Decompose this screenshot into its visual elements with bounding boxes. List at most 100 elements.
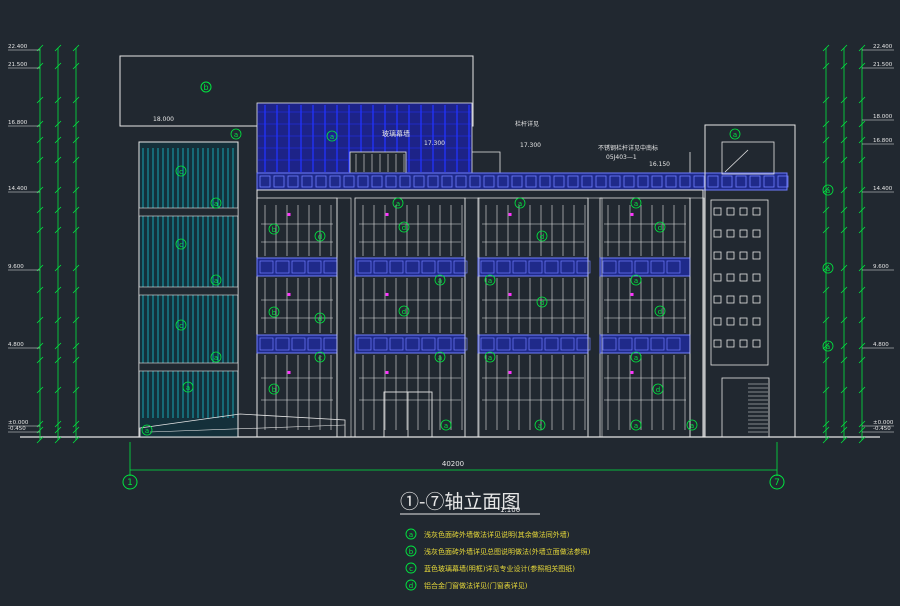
legend-letter-d: d <box>409 582 413 590</box>
callout-a-20 <box>434 274 446 286</box>
svg-text:a: a <box>826 265 830 273</box>
callout-a-38 <box>822 262 834 274</box>
left-elevation-4: 9.600 <box>8 264 24 270</box>
callout-c-16 <box>314 351 326 363</box>
svg-text:a: a <box>733 131 737 139</box>
left-elevation-1: 21.500 <box>8 62 28 68</box>
callout-c-4 <box>175 238 187 250</box>
legend-letter-b: b <box>409 548 414 556</box>
callout-a-35 <box>630 419 642 431</box>
svg-text:a: a <box>214 200 218 208</box>
left-dimension-chain <box>39 48 77 440</box>
left-elevation-3: 14.400 <box>8 186 28 192</box>
svg-text:a: a <box>826 187 830 195</box>
callout-a-1 <box>326 130 338 142</box>
callout-d-30 <box>654 221 666 233</box>
svg-text:a: a <box>690 422 694 430</box>
callout-a-17 <box>392 197 404 209</box>
legend-text-b: 浅灰色面砖外墙详见总图说明做法(外墙立面做法参照) <box>424 547 591 556</box>
callout-a-29 <box>630 197 642 209</box>
svg-text:a: a <box>234 131 238 139</box>
callout-a-39 <box>822 340 834 352</box>
callout-d-25 <box>536 296 548 308</box>
callout-d-31 <box>654 305 666 317</box>
level-roof-left: 18.000 <box>153 116 174 123</box>
callout-a-33 <box>630 274 642 286</box>
level-roof-mid: 17.300 <box>424 140 445 147</box>
callout-d-19 <box>398 305 410 317</box>
left-elevation-6: ±0.000 <box>8 420 29 426</box>
svg-text:▪: ▪ <box>385 211 389 218</box>
overall-dimension: 40200 <box>129 442 778 476</box>
svg-text:a: a <box>214 354 218 362</box>
callout-b-roof <box>200 81 212 93</box>
left-elevation-0: 22.400 <box>8 44 28 50</box>
right-dimension-chain <box>825 48 863 440</box>
callout-a-2 <box>729 128 741 140</box>
callout-c-3 <box>175 165 187 177</box>
axis-bubble-1: 1 <box>122 474 138 490</box>
svg-text:d: d <box>658 224 662 232</box>
right-tower-windows <box>710 199 769 366</box>
svg-text:a: a <box>186 384 190 392</box>
svg-text:a: a <box>634 200 638 208</box>
svg-text:d: d <box>540 233 544 241</box>
svg-text:▪: ▪ <box>287 369 291 376</box>
right-elevation-0: 22.400 <box>873 44 893 50</box>
legend-bubble-d <box>405 579 417 591</box>
callout-a-6 <box>210 197 222 209</box>
legend-text-c: 蓝色玻璃幕墙(明框)详见专业设计(参照相关图纸) <box>424 564 575 573</box>
svg-text:▪: ▪ <box>630 369 634 376</box>
legend-letter-a: a <box>409 531 413 539</box>
callout-d-24 <box>536 230 548 242</box>
svg-text:▪: ▪ <box>287 211 291 218</box>
svg-text:a: a <box>330 133 334 141</box>
callout-a-34 <box>630 351 642 363</box>
callout-a-10 <box>141 424 153 436</box>
svg-text:a: a <box>396 200 400 208</box>
svg-text:c: c <box>179 168 183 176</box>
svg-text:a: a <box>438 354 442 362</box>
right-elevation-8: -0.450 <box>873 426 891 432</box>
svg-text:▪: ▪ <box>630 291 634 298</box>
drawing-title: ①-⑦轴立面图 <box>400 491 520 513</box>
svg-text:▪: ▪ <box>508 291 512 298</box>
right-tower-door <box>721 377 770 438</box>
svg-text:a: a <box>488 277 492 285</box>
callout-a-9 <box>182 381 194 393</box>
legend-bubble-a <box>405 528 417 540</box>
svg-text:d: d <box>402 224 406 232</box>
svg-text:a: a <box>438 277 442 285</box>
svg-text:a: a <box>826 343 830 351</box>
callout-b-13 <box>268 383 280 395</box>
callout-a-21 <box>434 351 446 363</box>
callout-d-32 <box>652 383 664 395</box>
svg-text:a: a <box>145 427 149 435</box>
callout-a-37 <box>822 184 834 196</box>
svg-text:b: b <box>203 83 208 92</box>
right-elevation-5: 9.600 <box>873 264 889 270</box>
svg-text:c: c <box>179 322 183 330</box>
legend-text-d: 铝合金门窗做法详见(门窗表详见) <box>424 581 528 590</box>
callout-a-8 <box>210 351 222 363</box>
svg-text:d: d <box>656 386 660 394</box>
callout-d-18 <box>398 221 410 233</box>
parapet-callout: 栏杆详见 <box>515 120 539 128</box>
svg-text:a: a <box>518 200 522 208</box>
callout-a-22 <box>440 419 452 431</box>
svg-text:c: c <box>318 354 322 362</box>
entrance-ramp <box>139 413 346 438</box>
curtain-mullions <box>258 105 471 174</box>
svg-text:▪: ▪ <box>630 211 634 218</box>
legend-bubble-b <box>405 545 417 557</box>
right-elevation-7: ±0.000 <box>873 420 894 426</box>
right-elevation-3: 16.800 <box>873 138 893 144</box>
left-elevation-labels: 22.40021.50016.80014.4009.6004.800±0.000… <box>8 44 40 433</box>
axis-bubble-7: 7 <box>769 474 785 490</box>
svg-text:c: c <box>179 241 183 249</box>
svg-text:a: a <box>444 422 448 430</box>
svg-text:d: d <box>318 233 322 241</box>
svg-text:7: 7 <box>774 478 780 488</box>
